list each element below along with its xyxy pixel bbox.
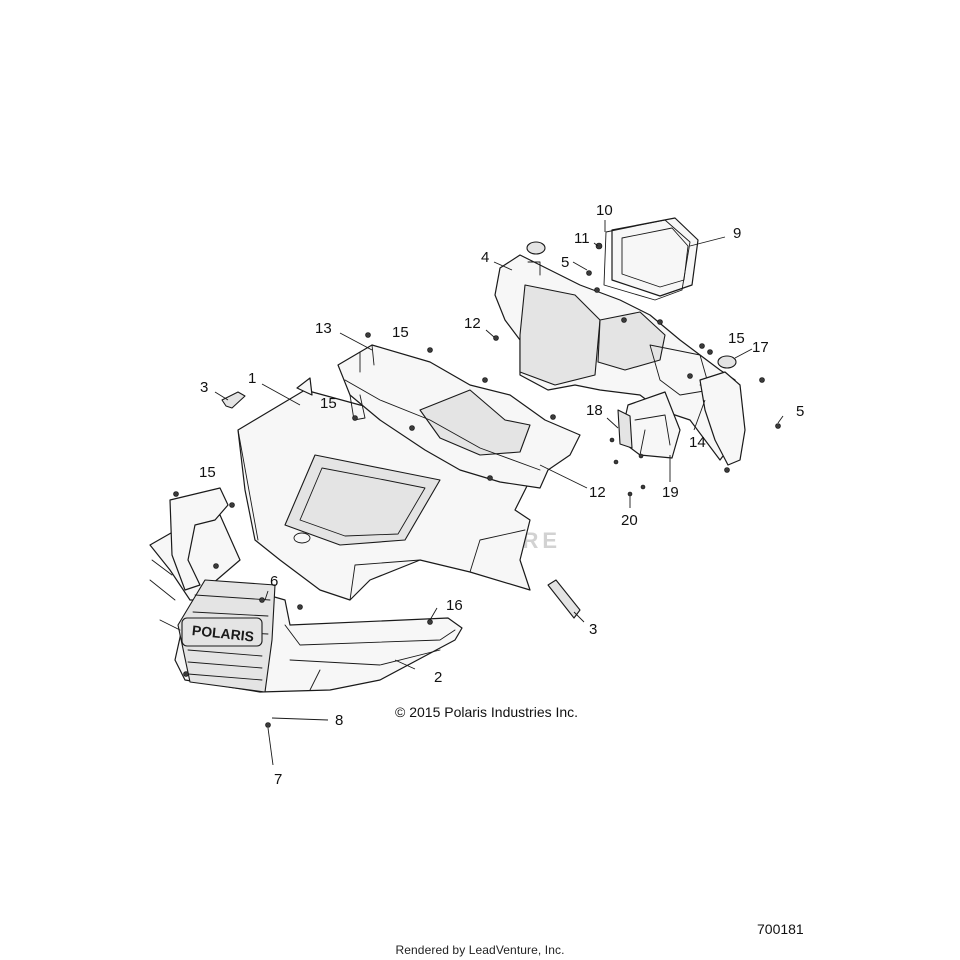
callout-12-top: 12	[464, 315, 481, 332]
callout-5-right: 5	[796, 403, 804, 420]
brand-lettering: POLARIS	[191, 622, 255, 644]
door-seal-part	[603, 219, 691, 301]
callout-18: 18	[586, 402, 603, 419]
callout-14: 14	[689, 434, 706, 451]
callout-20: 20	[621, 512, 638, 529]
dash-lower-part	[494, 254, 741, 461]
grab-handle-right	[547, 579, 581, 619]
callout-1: 1	[248, 370, 256, 387]
callouts: 1 2 3 3 4 5 5 6 7 8 9 10 11 12 12 13 14 …	[199, 202, 804, 788]
diagram-id: 700181	[757, 921, 804, 937]
callout-2: 2	[434, 669, 442, 686]
callout-15-right: 15	[728, 330, 745, 347]
callout-11: 11	[574, 230, 590, 247]
callout-10: 10	[596, 202, 613, 219]
callout-15-hood: 15	[320, 395, 337, 412]
rendered-by-footer: Rendered by LeadVenture, Inc.	[395, 943, 565, 957]
front-bumper-part: POLARIS	[149, 487, 463, 693]
callout-15-top: 15	[392, 324, 409, 341]
leader-lines	[214, 220, 784, 766]
callout-7: 7	[274, 771, 282, 788]
grab-handle-left	[221, 391, 246, 409]
callout-3-right: 3	[589, 621, 597, 638]
callout-16: 16	[446, 597, 463, 614]
right-panel-part	[699, 371, 746, 466]
callout-5-top: 5	[561, 254, 569, 271]
callout-6: 6	[270, 573, 278, 590]
callout-4: 4	[481, 249, 489, 266]
callout-3-left: 3	[200, 379, 208, 396]
glove-box-door-part	[611, 217, 699, 297]
callout-9: 9	[733, 225, 741, 242]
cup-holder-insert	[717, 355, 737, 369]
cup-holder-insert-left	[526, 241, 546, 255]
callout-15-left: 15	[199, 464, 216, 481]
callout-19: 19	[662, 484, 679, 501]
callout-17: 17	[752, 339, 769, 356]
callout-13: 13	[315, 320, 332, 337]
vent-part	[617, 409, 633, 449]
copyright-notice: © 2015 Polaris Industries Inc.	[395, 704, 579, 720]
callout-12-bottom: 12	[589, 484, 606, 501]
fasteners	[173, 242, 781, 728]
callout-8: 8	[335, 712, 343, 729]
dash-upper-part	[337, 344, 581, 489]
